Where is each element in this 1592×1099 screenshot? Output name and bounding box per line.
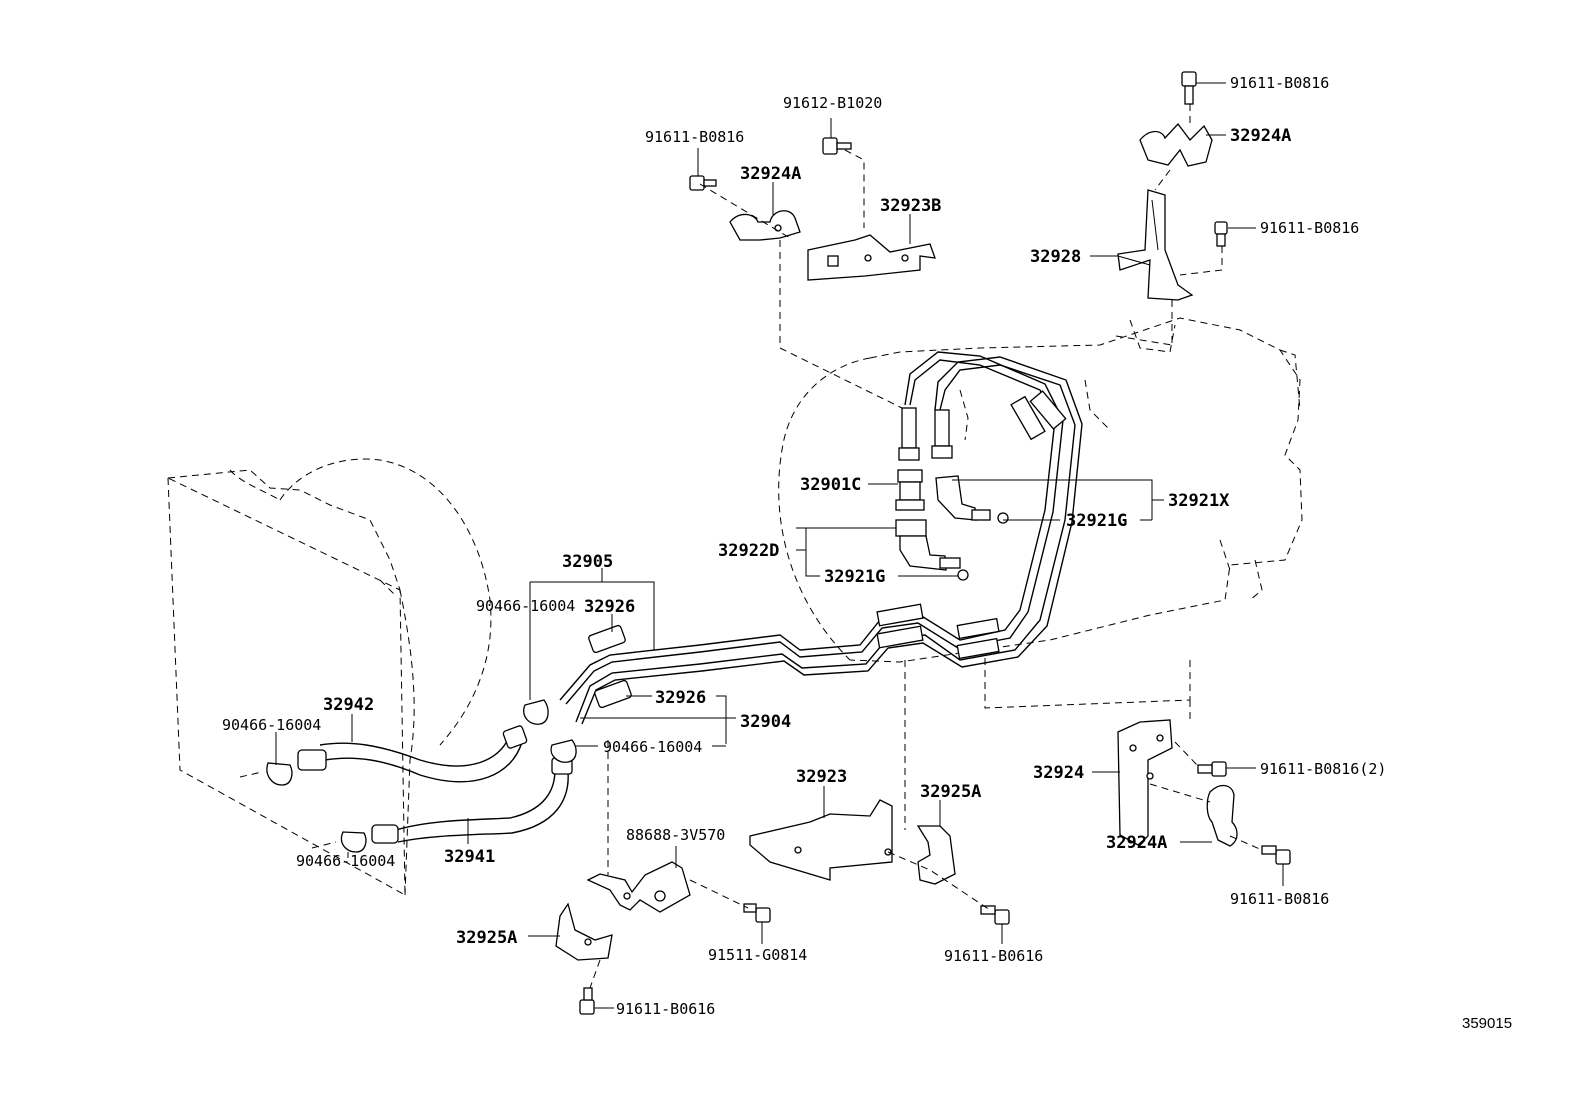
- transmission-outline: [778, 317, 1303, 663]
- clamp-32925A-mid: [916, 825, 956, 885]
- bracket-32923B: [807, 234, 936, 281]
- label-32923B: 32923B: [880, 196, 941, 216]
- label-32924A-bottom-right: 32924A: [1106, 833, 1167, 853]
- label-32925A-mid: 32925A: [920, 782, 981, 802]
- label-91611-B0616-mid: 91611-B0616: [944, 947, 1043, 965]
- label-88688-3V570: 88688-3V570: [626, 826, 725, 844]
- clamp-32924A-top-left: [729, 210, 801, 241]
- assembly-guides: [589, 104, 1263, 989]
- label-91611-B0816-bottom-right: 91611-B0816: [1230, 890, 1329, 908]
- label-32921G-left: 32921G: [824, 567, 885, 587]
- label-91611-B0816-2: 91611-B0816(2): [1260, 760, 1386, 778]
- label-32941: 32941: [444, 847, 495, 867]
- label-90466-16004-mid: 90466-16004: [603, 738, 702, 756]
- label-32926-top: 32926: [584, 597, 635, 617]
- label-32924A-top-right: 32924A: [1230, 126, 1291, 146]
- hoses: [297, 725, 573, 844]
- label-91611-B0616-bottom: 91611-B0616: [616, 1000, 715, 1018]
- label-32905: 32905: [562, 552, 613, 572]
- clamp-32925A-left: [555, 902, 613, 961]
- bracket-88688-3V570: [586, 861, 691, 913]
- label-32921G-right: 32921G: [1066, 511, 1127, 531]
- label-90466-16004-top: 90466-16004: [476, 597, 575, 615]
- label-32924: 32924: [1033, 763, 1084, 783]
- label-32924A-top-left: 32924A: [740, 164, 801, 184]
- part-labels: 91612-B1020 91611-B0816 32924A 32923B 91…: [222, 74, 1512, 1032]
- bracket-32928: [1117, 189, 1194, 301]
- label-32922D: 32922D: [718, 541, 779, 561]
- label-91611-B0816-right: 91611-B0816: [1260, 219, 1359, 237]
- label-90466-16004-left: 90466-16004: [222, 716, 321, 734]
- label-91611-B0816-top-left: 91611-B0816: [645, 128, 744, 146]
- label-32901C: 32901C: [800, 475, 861, 495]
- tube-sleeves: [588, 624, 632, 709]
- label-91611-B0816-top-right: 91611-B0816: [1230, 74, 1329, 92]
- union-fittings: [895, 389, 1009, 581]
- engine-outline: [167, 458, 492, 896]
- label-32928: 32928: [1030, 247, 1081, 267]
- diagram-reference-number: 359015: [1462, 1015, 1512, 1032]
- clamp-32924A-bottom-right: [1206, 784, 1238, 847]
- label-91612-B1020: 91612-B1020: [783, 94, 882, 112]
- hose-clamps: [239, 699, 577, 853]
- bracket-32923: [749, 799, 893, 881]
- cooler-tubes: [559, 351, 1083, 725]
- leader-lines: [275, 82, 1284, 1009]
- label-32921X: 32921X: [1168, 491, 1230, 511]
- label-32904: 32904: [740, 712, 791, 732]
- label-91511-G0814: 91511-G0814: [708, 946, 807, 964]
- label-32926-mid: 32926: [655, 688, 706, 708]
- label-90466-16004-bottom: 90466-16004: [296, 852, 395, 870]
- label-32923: 32923: [796, 767, 847, 787]
- clamp-32924A-top-right: [1139, 122, 1213, 167]
- bracket-32924: [1117, 719, 1173, 846]
- label-32925A-left: 32925A: [456, 928, 517, 948]
- label-32942: 32942: [323, 695, 374, 715]
